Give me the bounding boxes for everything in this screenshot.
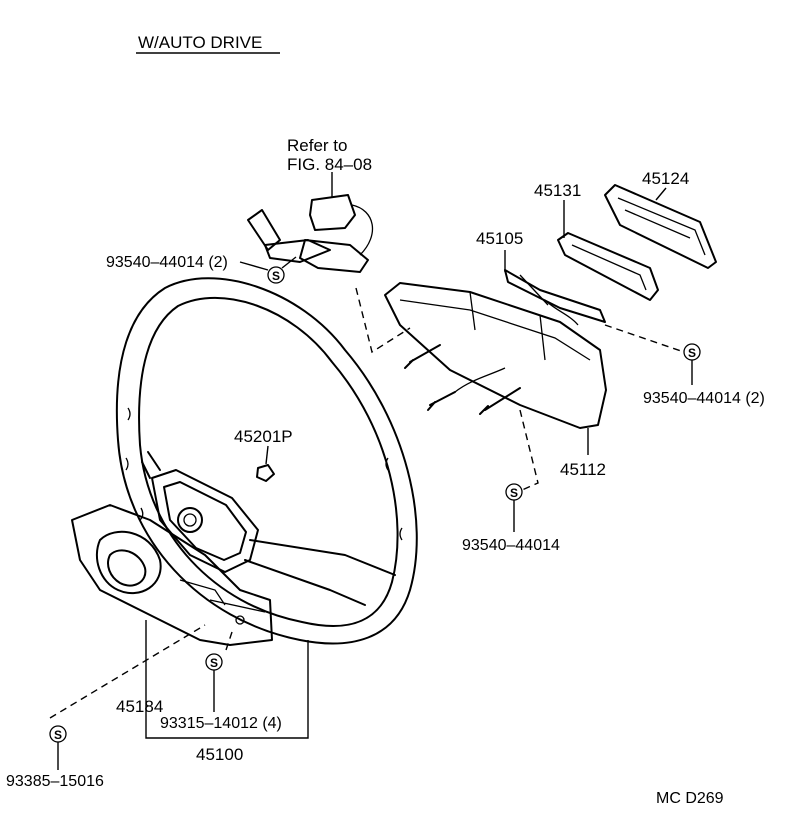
leader-lines (49, 187, 693, 770)
label-93540-right: 93540–44014 (2) (643, 390, 765, 407)
label-45105: 45105 (476, 229, 523, 248)
svg-text:S: S (688, 346, 696, 360)
screw-symbol-center: S (505, 483, 523, 501)
label-93540-switch: 93540–44014 (2) (106, 254, 228, 271)
cover-45184 (71, 504, 273, 646)
reference-line-2: FIG. 84–08 (287, 155, 372, 174)
pad-assembly-45112 (384, 282, 607, 429)
label-93315: 93315–14012 (4) (160, 715, 282, 732)
screw-symbol-switch: S (267, 266, 285, 284)
screw-symbol-lower: S (205, 653, 223, 671)
screw-symbol-right: S (683, 343, 701, 361)
label-93540-center: 93540–44014 (462, 537, 560, 554)
drawing-code: MC D269 (656, 790, 724, 807)
label-45124: 45124 (642, 169, 689, 188)
cruise-switch (247, 172, 374, 273)
label-45112: 45112 (560, 460, 606, 479)
label-45100: 45100 (196, 745, 243, 764)
label-45131: 45131 (534, 181, 581, 200)
svg-text:S: S (54, 728, 62, 742)
label-45201p: 45201P (234, 427, 293, 446)
screw-symbol-bottom-left: S (49, 725, 67, 743)
emblem-45124 (604, 184, 717, 269)
svg-text:S: S (272, 269, 280, 283)
svg-text:S: S (210, 656, 218, 670)
reference-line-1: Refer to (287, 136, 347, 155)
bezel-45131 (557, 232, 659, 301)
label-93385: 93385–15016 (6, 773, 104, 790)
label-45184: 45184 (116, 697, 163, 716)
svg-text:S: S (510, 486, 518, 500)
bracket-45105 (504, 269, 606, 326)
diagram-title: W/AUTO DRIVE (138, 33, 262, 52)
